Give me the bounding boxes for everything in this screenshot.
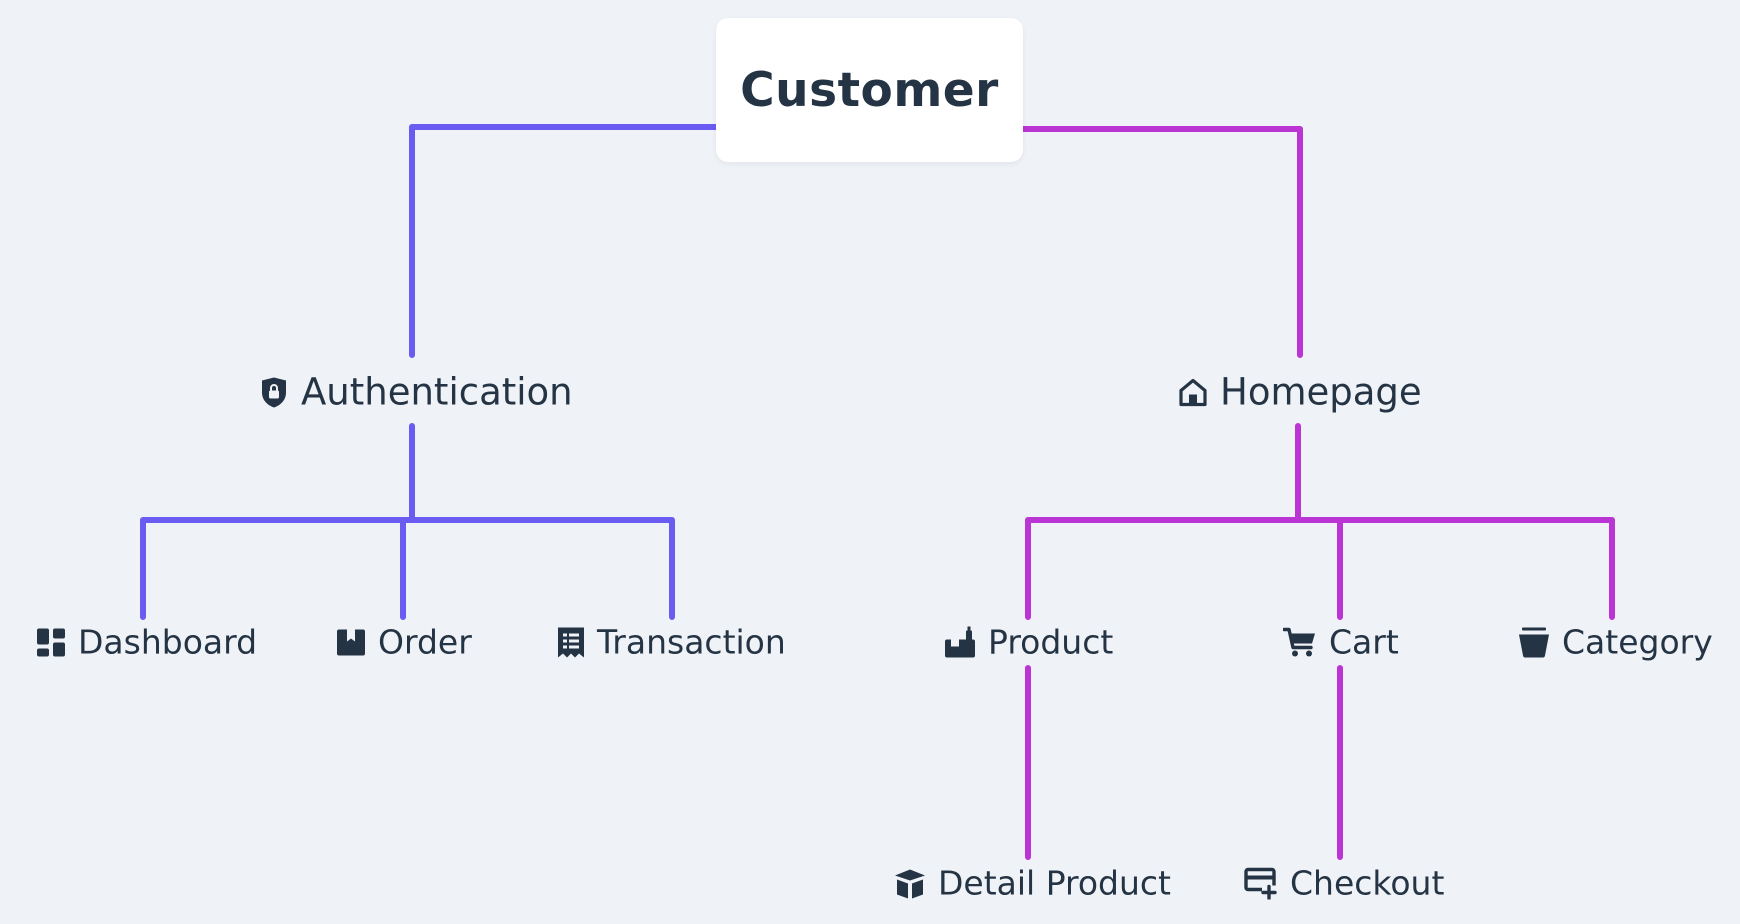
node-order[interactable]: Order	[336, 623, 472, 662]
connector-authentication-children	[140, 423, 675, 620]
shield-lock-icon	[259, 376, 289, 408]
node-label: Transaction	[597, 622, 786, 662]
dashboard-grid-icon	[36, 627, 66, 657]
receipt-icon	[557, 626, 585, 658]
root-node-label: Customer	[740, 62, 999, 118]
checkout-icon	[1244, 867, 1278, 899]
node-homepage[interactable]: Homepage	[1178, 371, 1422, 414]
node-label: Homepage	[1220, 370, 1422, 414]
node-label: Dashboard	[78, 622, 258, 662]
cart-icon	[1283, 626, 1317, 658]
node-label: Checkout	[1290, 863, 1445, 903]
product-icon	[944, 626, 976, 658]
node-checkout[interactable]: Checkout	[1244, 864, 1444, 903]
connector-homepage-children	[1025, 423, 1615, 620]
node-category[interactable]: Category	[1518, 623, 1713, 662]
node-product[interactable]: Product	[944, 623, 1113, 662]
box-icon	[336, 627, 366, 657]
node-dashboard[interactable]: Dashboard	[36, 623, 257, 662]
node-authentication[interactable]: Authentication	[259, 371, 573, 414]
node-label: Order	[378, 622, 472, 662]
node-transaction[interactable]: Transaction	[557, 623, 786, 662]
node-label: Product	[988, 622, 1114, 662]
home-icon	[1178, 377, 1208, 407]
bin-icon	[1518, 626, 1550, 658]
node-label: Cart	[1329, 622, 1399, 662]
node-detail-product[interactable]: Detail Product	[894, 864, 1171, 903]
root-node-customer[interactable]: Customer	[716, 18, 1023, 162]
node-label: Category	[1562, 622, 1713, 662]
node-label: Detail Product	[938, 863, 1171, 903]
connector-root-homepage	[1020, 126, 1303, 358]
node-cart[interactable]: Cart	[1283, 623, 1399, 662]
open-box-icon	[894, 867, 926, 899]
connector-root-authentication	[409, 124, 719, 358]
node-label: Authentication	[301, 370, 573, 414]
